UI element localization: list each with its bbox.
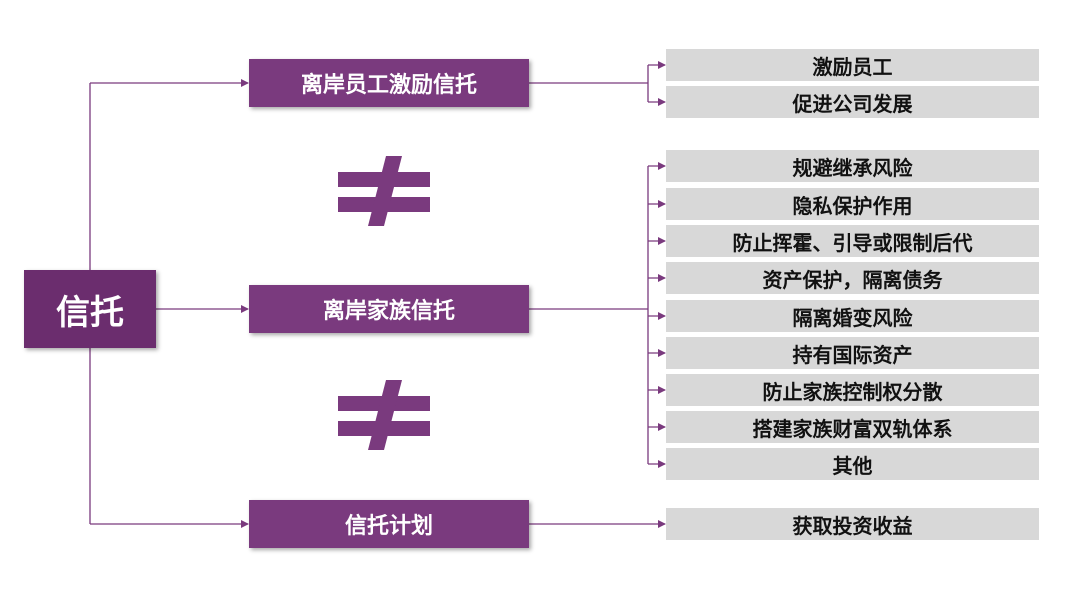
category-offshore-employee-incentive-trust: 离岸员工激励信托 <box>249 59 529 107</box>
root-node: 信托 <box>24 270 156 348</box>
leaf-node: 隐私保护作用 <box>666 188 1039 220</box>
category-offshore-family-trust: 离岸家族信托 <box>249 285 529 333</box>
leaf-node: 获取投资收益 <box>666 508 1039 540</box>
leaf-node: 搭建家族财富双轨体系 <box>666 411 1039 443</box>
leaf-node: 防止挥霍、引导或限制后代 <box>666 225 1039 257</box>
leaf-node: 防止家族控制权分散 <box>666 374 1039 406</box>
leaf-node: 规避继承风险 <box>666 150 1039 182</box>
not-equal-icon <box>338 156 430 226</box>
leaf-node: 促进公司发展 <box>666 86 1039 118</box>
category-trust-plan: 信托计划 <box>249 500 529 548</box>
leaf-node: 资产保护，隔离债务 <box>666 262 1039 294</box>
leaf-node: 持有国际资产 <box>666 337 1039 369</box>
leaf-node: 激励员工 <box>666 49 1039 81</box>
leaf-node: 隔离婚变风险 <box>666 300 1039 332</box>
not-equal-icon <box>338 380 430 450</box>
leaf-node: 其他 <box>666 448 1039 480</box>
